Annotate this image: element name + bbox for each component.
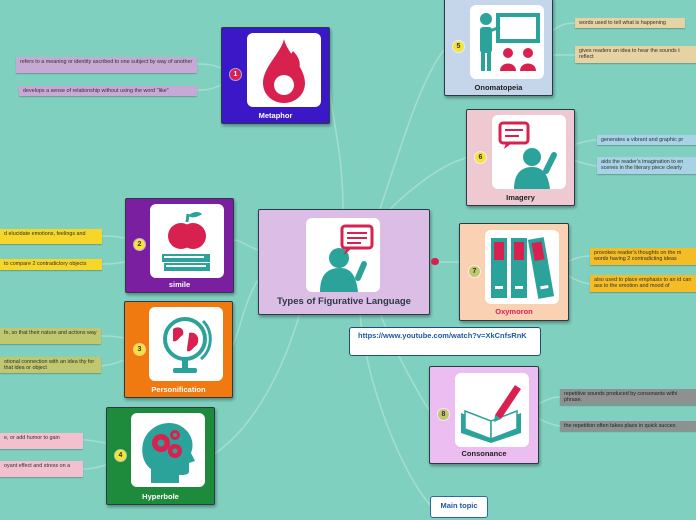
youtube-link-text[interactable]: https://www.youtube.com/watch?v=XkCnfsRn…: [358, 331, 527, 340]
note-personification-1[interactable]: fe, so that their nature and actions way: [0, 328, 101, 344]
student-chat-icon: [492, 115, 566, 189]
topic-number-badge: 8: [438, 409, 449, 420]
topic-number-badge: 6: [475, 152, 486, 163]
teacher-board-icon: [470, 5, 544, 79]
note-consonance-1[interactable]: repetitive sounds produced by consonants…: [560, 389, 696, 405]
note-imagery-2[interactable]: aids the reader's imagination to en scen…: [597, 157, 696, 174]
topic-number-badge: 2: [134, 239, 145, 250]
topic-card-imagery[interactable]: Imagery: [466, 109, 575, 206]
note-oxymoron-2[interactable]: also used to place emphasis to an id can…: [590, 275, 696, 292]
book-pen-icon: [455, 373, 529, 447]
topic-number-badge: 5: [453, 41, 464, 52]
globe-icon: [149, 307, 223, 381]
topic-number-badge: 7: [469, 266, 480, 277]
note-simile-1[interactable]: d elucidate emotions, feelings and: [0, 229, 102, 244]
topic-number-badge: 1: [230, 69, 241, 80]
note-oxymoron-1[interactable]: provokes reader's thoughts on the m word…: [590, 248, 696, 265]
topic-title: Metaphor: [258, 111, 293, 120]
head-gears-icon: [131, 413, 205, 487]
note-simile-2[interactable]: to compare 2 contradictory objects: [0, 259, 102, 270]
student-chat-icon: [306, 218, 380, 292]
note-hyperbole-1[interactable]: e, or add humor to gain: [0, 433, 83, 449]
note-hyperbole-2[interactable]: oyant effect and stress on a: [0, 461, 83, 477]
center-title: Types of Figurative Language: [277, 296, 411, 307]
topic-title: Oxymoron: [495, 307, 533, 316]
note-personification-2[interactable]: otional connection with an idea thy for …: [0, 357, 101, 373]
note-metaphor-1[interactable]: refers to a meaning or identity ascribed…: [16, 57, 197, 73]
note-onomatopeia-2[interactable]: gives readers an idea to hear the sounds…: [575, 46, 696, 63]
topic-card-hyperbole[interactable]: Hyperbole: [106, 407, 215, 505]
youtube-link[interactable]: https://www.youtube.com/watch?v=XkCnfsRn…: [349, 327, 541, 356]
topic-title: simile: [168, 280, 191, 289]
center-topic[interactable]: Types of Figurative Language: [258, 209, 430, 315]
main-topic-node[interactable]: Main topic: [430, 496, 488, 518]
topic-title: Personification: [151, 385, 206, 394]
topic-title: Imagery: [506, 193, 535, 202]
note-onomatopeia-1[interactable]: words used to tell what is happening: [575, 18, 685, 28]
binders-icon: [485, 230, 559, 304]
topic-number-badge: 4: [115, 450, 126, 461]
note-consonance-2[interactable]: the repetition often takes place in quic…: [560, 421, 696, 431]
topic-number-badge: 3: [134, 344, 145, 355]
center-marker: [431, 258, 439, 265]
topic-title: Onomatopeia: [474, 83, 523, 92]
topic-title: Hyperbole: [142, 492, 179, 501]
fire-drop-icon: [247, 33, 321, 107]
note-imagery-1[interactable]: generates a vibrant and graphic pr: [597, 135, 696, 145]
main-topic-label: Main topic: [440, 501, 478, 510]
topic-title: Consonance: [461, 449, 507, 458]
apple-books-icon: [150, 204, 224, 278]
note-metaphor-2[interactable]: develops a sense of relationship without…: [19, 86, 197, 96]
topic-card-oxymoron[interactable]: Oxymoron: [459, 223, 569, 321]
